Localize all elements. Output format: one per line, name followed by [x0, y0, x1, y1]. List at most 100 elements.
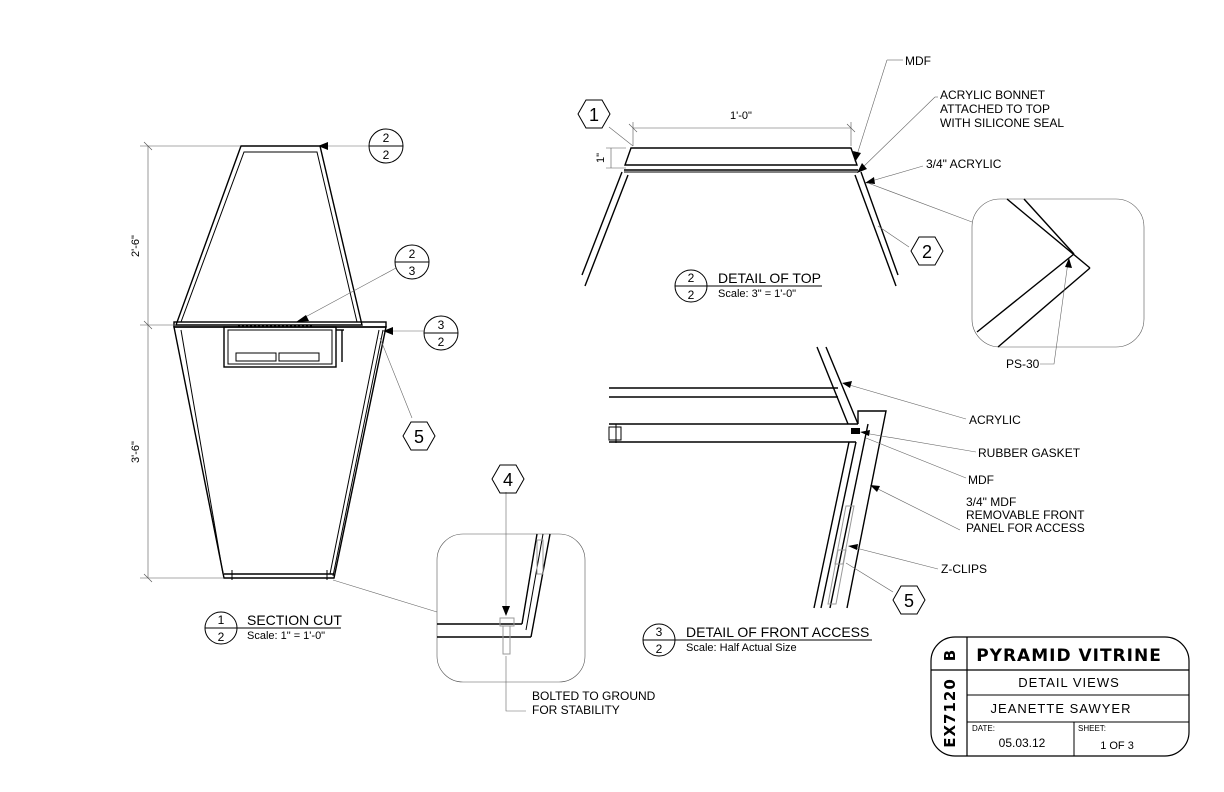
designer-name: JEANETTE SAWYER — [991, 701, 1132, 716]
top-wall-left-1 — [584, 174, 629, 287]
svg-text:2: 2 — [383, 148, 390, 162]
top-wall-right-2 — [860, 171, 899, 276]
inner-box-inset — [227, 329, 333, 365]
base-right-inner — [329, 329, 380, 575]
callout-rubber-gasket: RUBBER GASKET — [978, 446, 1081, 460]
leader-line — [855, 59, 888, 159]
detail-corner-enlargement — [971, 198, 1145, 365]
sheet-value: 1 OF 3 — [1100, 740, 1134, 752]
leader-arrow — [860, 430, 870, 436]
base-wall-2 — [530, 533, 551, 638]
dim-lower-height: 3'-6" — [130, 441, 142, 463]
detail-front-view — [608, 346, 977, 609]
leader-line — [332, 579, 438, 613]
base-outline — [173, 326, 387, 579]
corner-line-4 — [976, 253, 1075, 333]
leader-line — [865, 437, 967, 479]
dimension-tick — [143, 141, 153, 151]
detail-front-scale: Scale: Half Actual Size — [686, 642, 797, 654]
corner-line-2 — [997, 267, 1091, 348]
callout-mdf-front: MDF — [968, 473, 994, 487]
leader-line — [379, 337, 413, 419]
svg-text:5: 5 — [904, 591, 914, 611]
svg-text:2: 2 — [688, 271, 695, 285]
base-left-inner — [180, 329, 224, 575]
project-title: PYRAMID VITRINE — [976, 646, 1162, 666]
hex-tag-5-front[interactable]: 5 — [892, 585, 926, 615]
svg-text:3: 3 — [438, 318, 445, 332]
callout-bonnet-2: ATTACHED TO TOP — [940, 102, 1050, 116]
top-mdf — [624, 147, 858, 166]
leader-arrow — [1065, 258, 1072, 268]
detail-top-label: DETAIL OF TOP — [718, 270, 821, 286]
leader-line — [863, 432, 977, 453]
hex-tag-4[interactable]: 4 — [491, 464, 525, 494]
leader-line — [867, 165, 924, 183]
callout-acrylic-34: 3/4" ACRYLIC — [926, 157, 1002, 171]
section-cut-scale: Scale: 1" = 1'-0" — [247, 630, 325, 642]
callout-bolted-2: FOR STABILITY — [532, 703, 620, 717]
leader-line — [297, 267, 397, 322]
callout-bonnet-3: WITH SILICONE SEAL — [940, 116, 1064, 130]
top-wall-left-2 — [581, 171, 623, 276]
detail-front-title: 3 2 DETAIL OF FRONT ACCESS Scale: Half A… — [642, 623, 872, 657]
ref-bubble-2-2[interactable]: 2 2 — [368, 128, 404, 164]
leader-line — [877, 225, 910, 248]
callout-bolted-1: BOLTED TO GROUND — [532, 689, 656, 703]
detail-front-label: DETAIL OF FRONT ACCESS — [686, 624, 869, 640]
dimension-tick — [143, 573, 153, 583]
leader-line — [505, 656, 526, 712]
callout-mdf-panel-1: 3/4" MDF — [966, 495, 1016, 509]
svg-text:2: 2 — [438, 335, 445, 349]
leader-line — [845, 562, 894, 593]
bolt-head — [499, 617, 515, 627]
svg-text:1: 1 — [218, 613, 225, 627]
svg-text:2: 2 — [409, 247, 416, 261]
base-wall-3 — [525, 533, 544, 631]
project-code: EX7120 — [941, 678, 959, 748]
base-wall-1 — [521, 533, 538, 625]
ref-bubble-2-3[interactable]: 2 3 — [394, 244, 430, 280]
svg-text:2: 2 — [922, 242, 932, 262]
svg-text:3: 3 — [409, 264, 416, 278]
zclip-lower — [827, 549, 847, 605]
leader-line — [608, 126, 634, 147]
hex-tag-1[interactable]: 1 — [577, 99, 611, 129]
leader-arrow — [865, 177, 875, 184]
callout-mdf-panel-2: REMOVABLE FRONT — [966, 508, 1085, 522]
leader-arrow — [318, 142, 328, 150]
front-gasket — [851, 428, 860, 434]
date-label: DATE: — [972, 724, 995, 733]
callout-mdf-panel-3: PANEL FOR ACCESS — [966, 521, 1085, 535]
leader-line — [851, 546, 939, 570]
ref-bubble-3-2[interactable]: 3 2 — [423, 315, 459, 351]
svg-text:2: 2 — [218, 630, 225, 644]
leader-arrow — [502, 606, 510, 616]
callout-acrylic: ACRYLIC — [969, 413, 1021, 427]
inner-slot-left — [235, 352, 277, 362]
detail-frame — [971, 198, 1145, 348]
dim-top-thickness: 1" — [595, 153, 607, 163]
front-wall-2 — [825, 346, 859, 425]
front-wall-inner-2 — [813, 441, 850, 609]
hex-tag-5-section[interactable]: 5 — [402, 421, 436, 451]
detail-base-enlargement — [436, 492, 586, 712]
section-cut-label: SECTION CUT — [247, 612, 342, 628]
svg-text:5: 5 — [414, 427, 424, 447]
leader-arrow — [296, 315, 309, 322]
detail-top-view: 1'-0" 1" — [581, 59, 973, 287]
title-block: B EX7120 PYRAMID VITRINE DETAIL VIEWS JE… — [930, 636, 1190, 757]
dim-tick — [628, 123, 638, 133]
front-wall-1 — [816, 346, 849, 425]
detail-frame — [436, 533, 586, 683]
inner-slot-right — [278, 352, 320, 362]
callout-bonnet-1: ACRYLIC BONNET — [940, 88, 1046, 102]
revision-letter: B — [941, 649, 959, 661]
hex-tag-2[interactable]: 2 — [910, 236, 944, 266]
leader-arrow — [857, 163, 867, 173]
svg-text:2: 2 — [383, 131, 390, 145]
dim-upper-height: 2'-6" — [130, 235, 142, 257]
drawing-title: DETAIL VIEWS — [1018, 675, 1120, 690]
detail-top-scale: Scale: 3" = 1'-0" — [718, 288, 796, 300]
